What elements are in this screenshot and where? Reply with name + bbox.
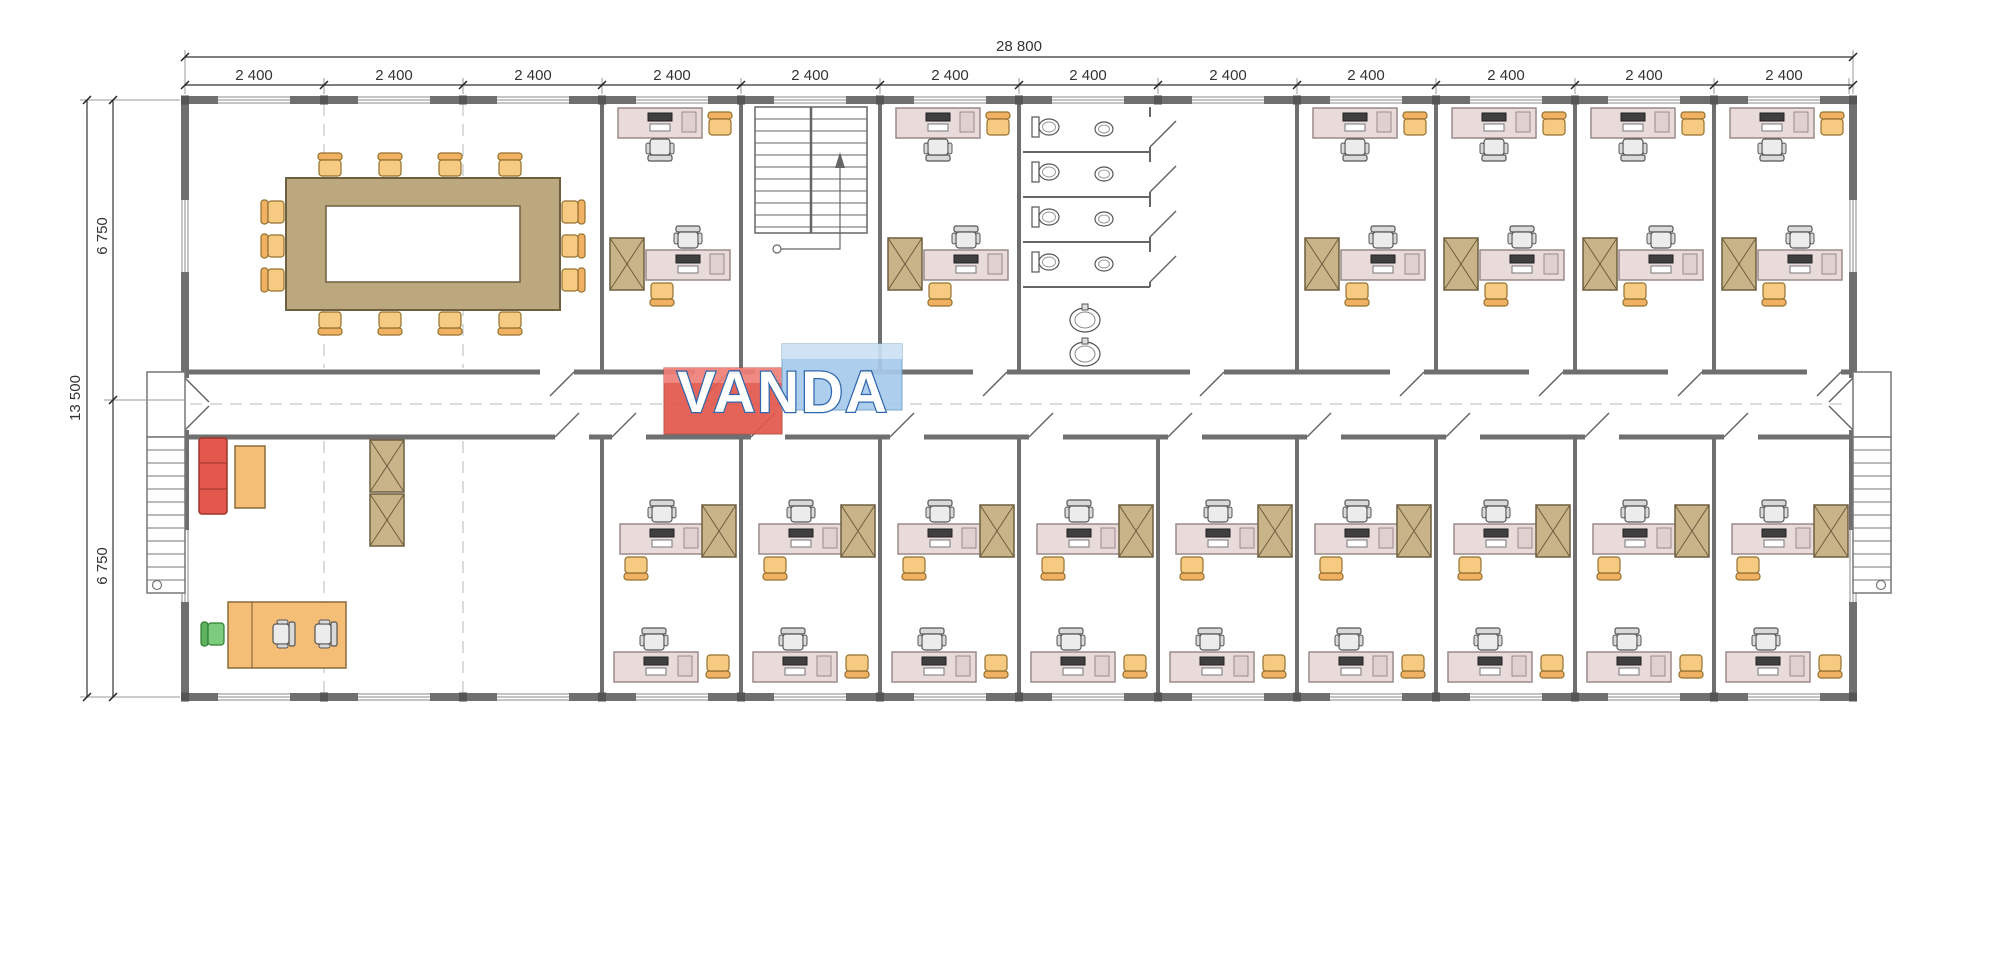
dim-bay-label: 2 400 (1347, 67, 1385, 84)
door (1306, 412, 1341, 442)
office-chair-icon (272, 619, 296, 649)
toilet-icon (1031, 206, 1060, 228)
cabinet-icon (369, 439, 405, 493)
conference-room (260, 152, 586, 336)
stall-door (1149, 120, 1177, 283)
door (1190, 367, 1225, 397)
dim-half-height: 6 750 (94, 217, 111, 255)
dim-bay-label: 2 400 (375, 67, 413, 84)
door (540, 367, 575, 397)
door (1529, 367, 1564, 397)
conference-chair-icon (260, 199, 285, 293)
cabinet-icon (1443, 237, 1479, 291)
dim-bay-label: 2 400 (1765, 67, 1803, 84)
dim-overall-width: 28 800 (996, 38, 1042, 55)
door (1668, 367, 1703, 397)
logo-red-block (663, 367, 783, 435)
sink-icon (1094, 256, 1114, 272)
cabinet-icon (840, 504, 876, 558)
stair-start-marker (1875, 579, 1887, 591)
logo-blue-block (781, 343, 903, 411)
sink-icon (1094, 121, 1114, 137)
dim-bay-label: 2 400 (1209, 67, 1247, 84)
toilet-icon (1031, 251, 1060, 273)
cabinet-icon (1396, 504, 1432, 558)
cabinet-icon (1257, 504, 1293, 558)
cabinet-icon (369, 493, 405, 547)
dim-bay-label: 2 400 (931, 67, 969, 84)
sink-icon (1094, 211, 1114, 227)
dim-bay-label: 2 400 (1625, 67, 1663, 84)
door (1167, 412, 1202, 442)
door (1390, 367, 1425, 397)
guest-chair-icon (200, 621, 225, 647)
toilet-icon (1031, 116, 1060, 138)
sofa-icon (198, 437, 228, 515)
cabinet-icon (701, 504, 737, 558)
toilet-icon (1031, 161, 1060, 183)
conference-chair-icon (561, 199, 586, 293)
door (1584, 412, 1619, 442)
door (1445, 412, 1480, 442)
door (611, 412, 646, 442)
exterior-stairs-left (146, 371, 186, 594)
dimension-ticks (82, 52, 1858, 702)
cabinet-icon (1674, 504, 1710, 558)
cabinet-icon (887, 237, 923, 291)
cabinet-icon (1721, 237, 1757, 291)
lounge-room (198, 437, 405, 669)
cabinet-icon (1813, 504, 1849, 558)
cabinet-icon (1118, 504, 1154, 558)
door (554, 412, 589, 442)
toilet-room (1023, 107, 1177, 367)
coffee-table (234, 445, 266, 509)
dim-bay-label: 2 400 (514, 67, 552, 84)
watermark-text: VANDA (677, 360, 889, 425)
stairwell (754, 106, 868, 254)
door (973, 367, 1008, 397)
cabinet-icon (1535, 504, 1571, 558)
dim-bay-label: 2 400 (235, 67, 273, 84)
sink-icon (1094, 166, 1114, 182)
exterior-stairs-right (1852, 371, 1892, 594)
dim-bay-label: 2 400 (1069, 67, 1107, 84)
dim-bay-label: 2 400 (791, 67, 829, 84)
dim-half-height: 6 750 (94, 547, 111, 585)
door (1028, 412, 1063, 442)
cabinet-icon (979, 504, 1015, 558)
dim-bay-label: 2 400 (653, 67, 691, 84)
watermark-logo: VANDA (663, 343, 903, 435)
dimensions: 28 800 2 400 2 400 2 400 2 400 2 400 2 4… (67, 38, 1858, 702)
stair-start-marker (151, 579, 163, 591)
door (1723, 412, 1758, 442)
dim-bay-label: 2 400 (1487, 67, 1525, 84)
cabinet-icon (1304, 237, 1340, 291)
stair-direction-arrow (835, 152, 845, 168)
door (1807, 367, 1842, 397)
office-chair-icon (314, 619, 338, 649)
dim-overall-height: 13 500 (67, 375, 84, 421)
cabinet-icon (1582, 237, 1618, 291)
cabinet-icon (609, 237, 645, 291)
door (889, 412, 924, 442)
windows (180, 95, 1858, 702)
